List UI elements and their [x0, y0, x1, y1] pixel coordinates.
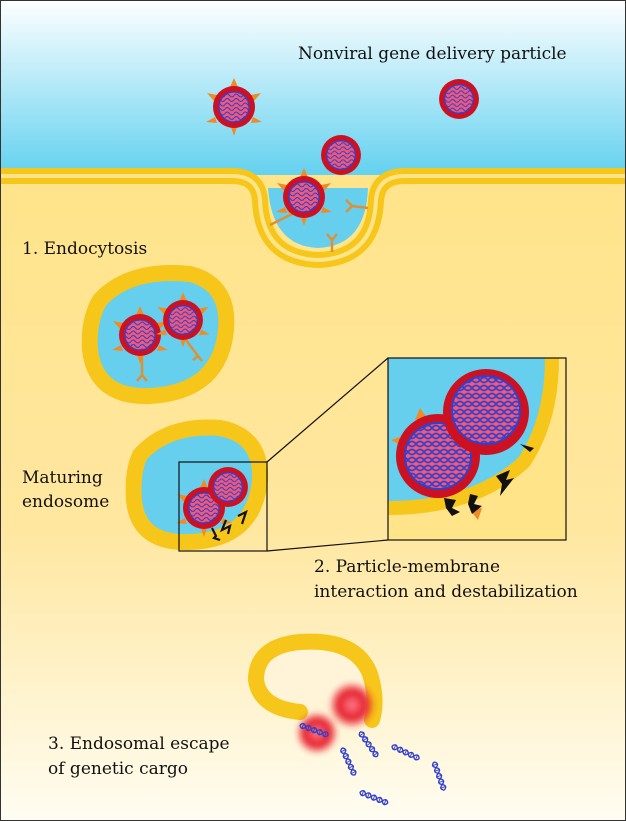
maturing-label-line1: Maturing [22, 468, 103, 488]
nanoparticle-icon [207, 466, 249, 508]
step2-label-line2: interaction and destabilization [314, 582, 578, 602]
released-particle [328, 681, 376, 729]
receptor-icon [269, 199, 369, 252]
membrane-disruption-icon [444, 444, 534, 516]
nanoparticle-icon [438, 78, 480, 120]
nanoparticle-icon [443, 369, 529, 455]
step3-label-line2: of genetic cargo [48, 759, 188, 779]
step2-label-line1: 2. Particle-membrane [314, 557, 500, 577]
inset-magnified [387, 357, 567, 541]
membrane-disruption-icon [211, 509, 248, 542]
zoom-region [178, 461, 268, 552]
title-label: Nonviral gene delivery particle [298, 44, 567, 64]
step3-label-line1: 3. Endosomal escape [48, 734, 230, 754]
maturing-label-line2: endosome [22, 492, 109, 512]
extracellular-space [0, 0, 626, 180]
nanoparticle-icon [320, 134, 362, 176]
step1-label: 1. Endocytosis [22, 239, 147, 259]
